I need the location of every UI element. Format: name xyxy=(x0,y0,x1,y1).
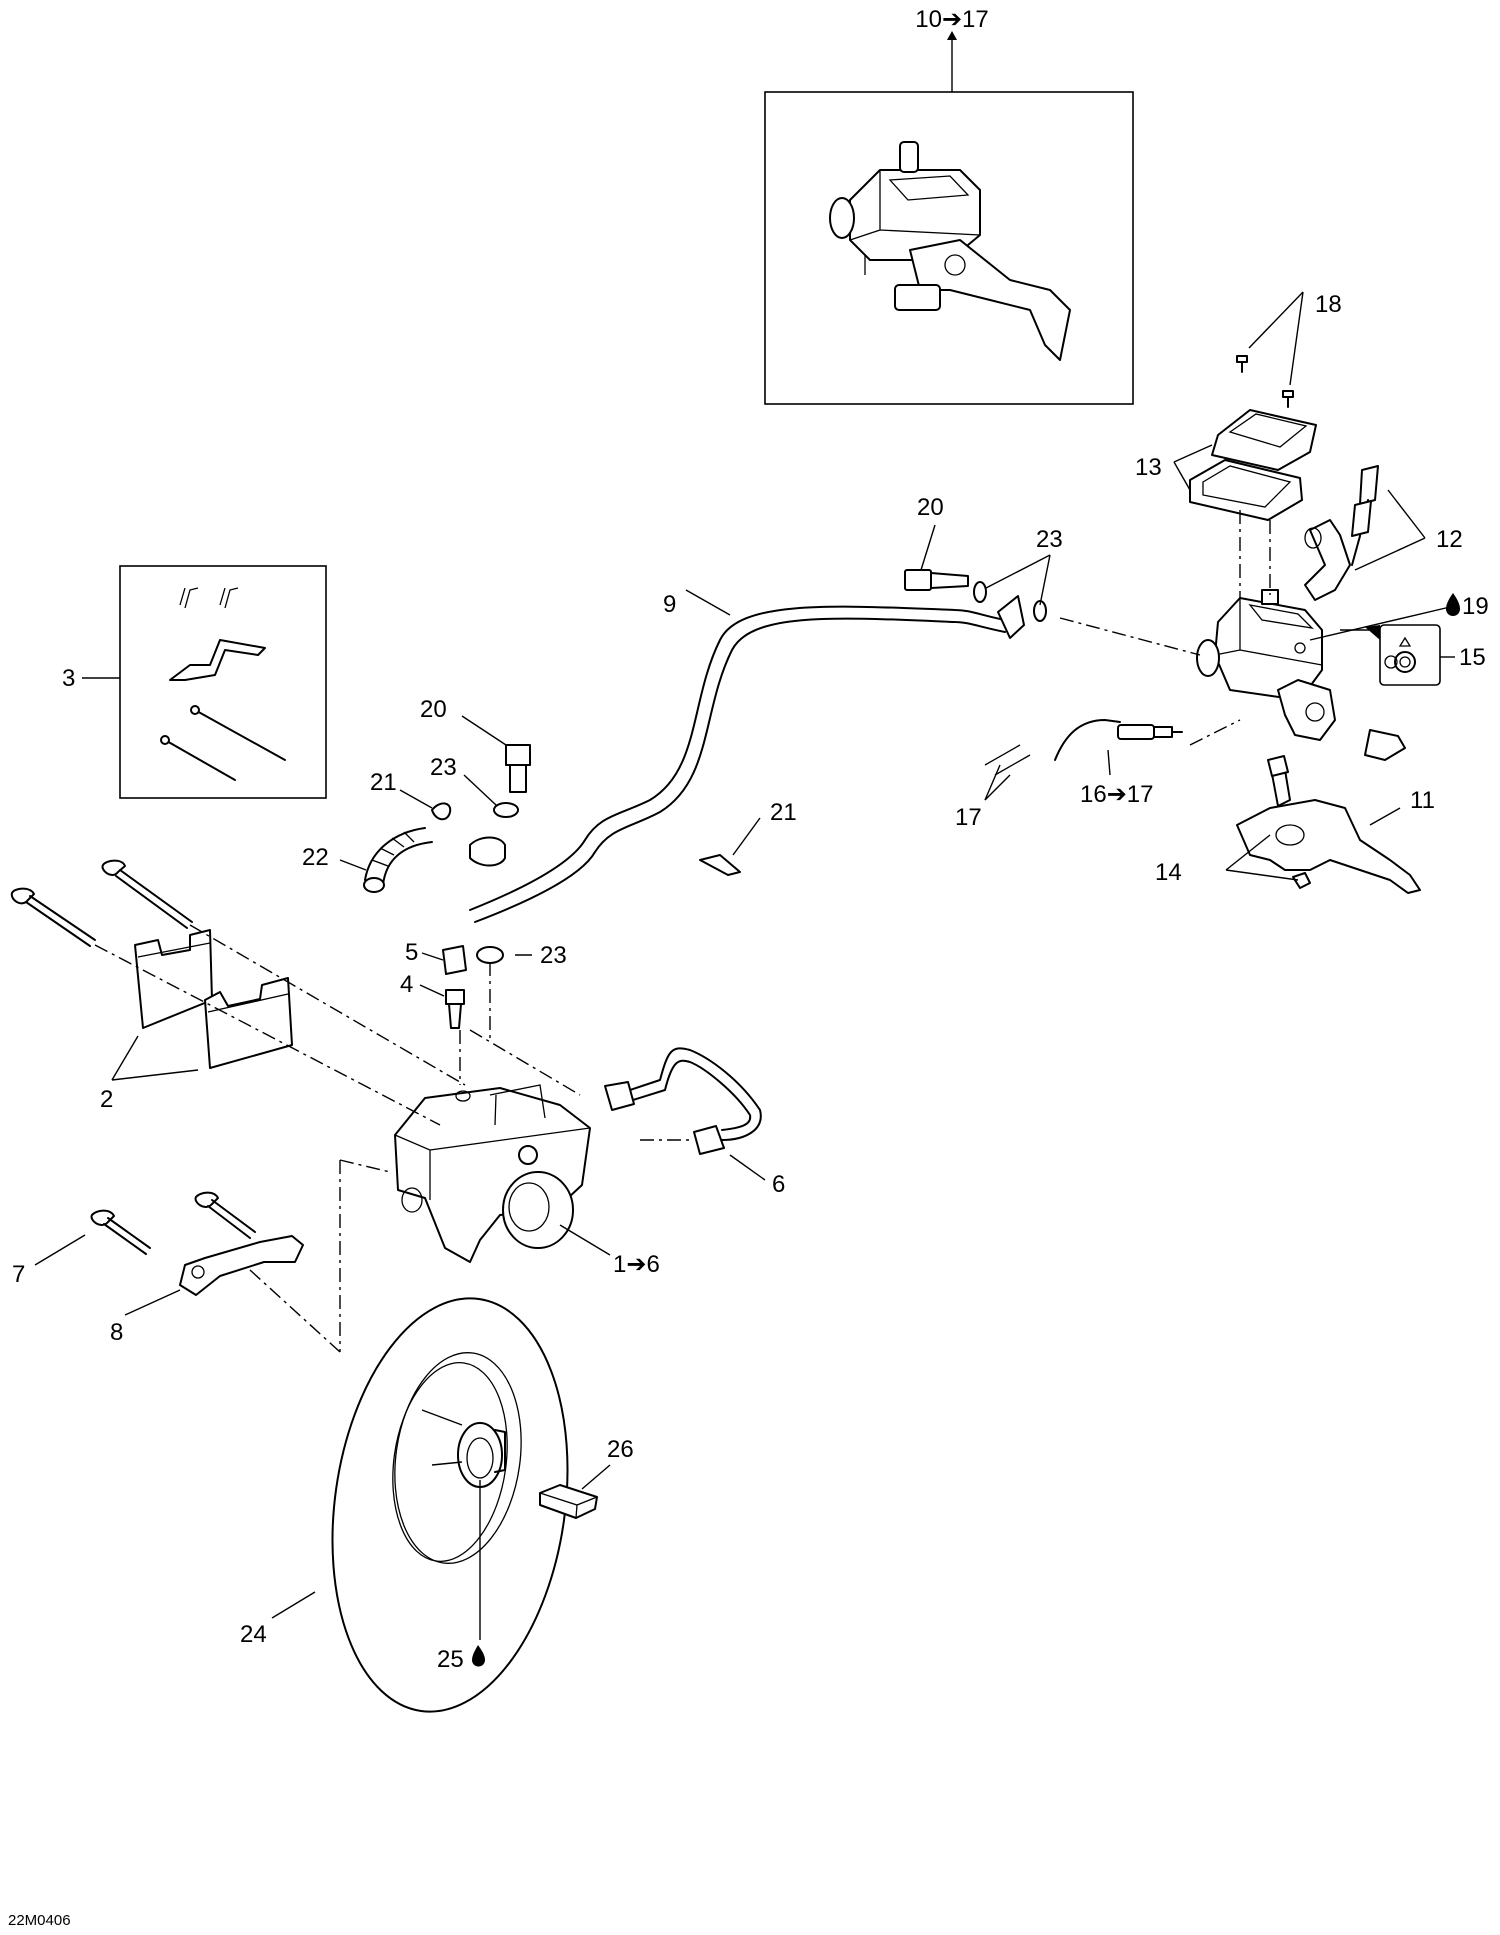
callout-10-17: 10➔17 xyxy=(915,6,989,33)
callout-25: 25 xyxy=(437,1646,464,1673)
sight-glass-15 xyxy=(1340,624,1455,686)
brake-switch-16-17 xyxy=(984,719,1183,801)
brake-caliper-1-6 xyxy=(394,1084,611,1263)
callout-26: 26 xyxy=(607,1436,634,1463)
master-cylinder-19 xyxy=(1196,589,1336,741)
lock-plate-8 xyxy=(124,1235,304,1316)
washer-23-lower xyxy=(463,774,519,818)
hose-clamp-21-right xyxy=(699,817,761,876)
callout-3: 3 xyxy=(62,665,75,692)
callout-1-6: 1➔6 xyxy=(613,1251,660,1278)
callout-11: 11 xyxy=(1410,787,1435,814)
callout-15: 15 xyxy=(1459,644,1486,671)
banjo-bolt-20-lower xyxy=(461,715,531,793)
brake-pads-2 xyxy=(111,929,293,1081)
callout-21-left: 21 xyxy=(370,769,397,796)
callout-6: 6 xyxy=(772,1171,785,1198)
callout-20-upper: 20 xyxy=(917,494,944,521)
callout-19: 19 xyxy=(1462,593,1489,620)
callout-14: 14 xyxy=(1155,859,1182,886)
brake-disc-24 xyxy=(271,1297,569,1713)
callout-24: 24 xyxy=(240,1621,267,1648)
bleeder-cap-5 xyxy=(421,945,467,975)
callout-23-upper: 23 xyxy=(1036,526,1063,553)
callout-5: 5 xyxy=(405,939,418,966)
pad-retaining-kit-3 xyxy=(82,565,327,799)
callout-12: 12 xyxy=(1436,526,1463,553)
washers-23-upper xyxy=(985,554,1051,622)
drawing-code: 22M0406 xyxy=(8,1912,71,1929)
disc-key-26 xyxy=(539,1464,611,1519)
hose-clamp-21 xyxy=(399,789,452,821)
callout-9: 9 xyxy=(663,591,676,618)
leader-19 xyxy=(1309,606,1451,641)
reservoir-cover-13 xyxy=(1173,409,1317,521)
caliper-mount-bolts-7 xyxy=(34,1191,256,1266)
callout-22: 22 xyxy=(302,844,329,871)
callout-23-caliper: 23 xyxy=(540,942,567,969)
callout-2: 2 xyxy=(100,1086,113,1113)
crossover-tube-6 xyxy=(604,1047,766,1181)
callout-8: 8 xyxy=(110,1319,123,1346)
brake-hose-9 xyxy=(469,589,1025,923)
callout-16-17: 16➔17 xyxy=(1080,781,1154,808)
callout-20-lower: 20 xyxy=(420,696,447,723)
callout-18: 18 xyxy=(1315,291,1342,318)
brake-lever-11 xyxy=(1225,755,1421,894)
bleeder-screw-4 xyxy=(419,984,465,1029)
callout-21-right: 21 xyxy=(770,799,797,826)
callout-4: 4 xyxy=(400,971,413,998)
callout-23-lower: 23 xyxy=(430,754,457,781)
callout-7: 7 xyxy=(12,1261,25,1288)
handlebar-clamp-12 xyxy=(1304,465,1426,601)
lubricant-drop-icon xyxy=(1446,593,1460,616)
hose-protector-22 xyxy=(339,827,433,893)
banjo-fitting xyxy=(469,836,532,964)
callout-13: 13 xyxy=(1135,454,1162,481)
assembly-lines xyxy=(94,510,1271,1353)
lever-boot xyxy=(1364,729,1406,761)
callout-17: 17 xyxy=(955,804,982,831)
cover-screws-18 xyxy=(1236,291,1304,408)
banjo-bolt-20-upper xyxy=(904,524,987,603)
caliper-bolts xyxy=(10,859,193,947)
lubricant-drop-icon-25 xyxy=(472,1645,485,1667)
inset-master-cylinder-assembly xyxy=(764,31,1134,405)
